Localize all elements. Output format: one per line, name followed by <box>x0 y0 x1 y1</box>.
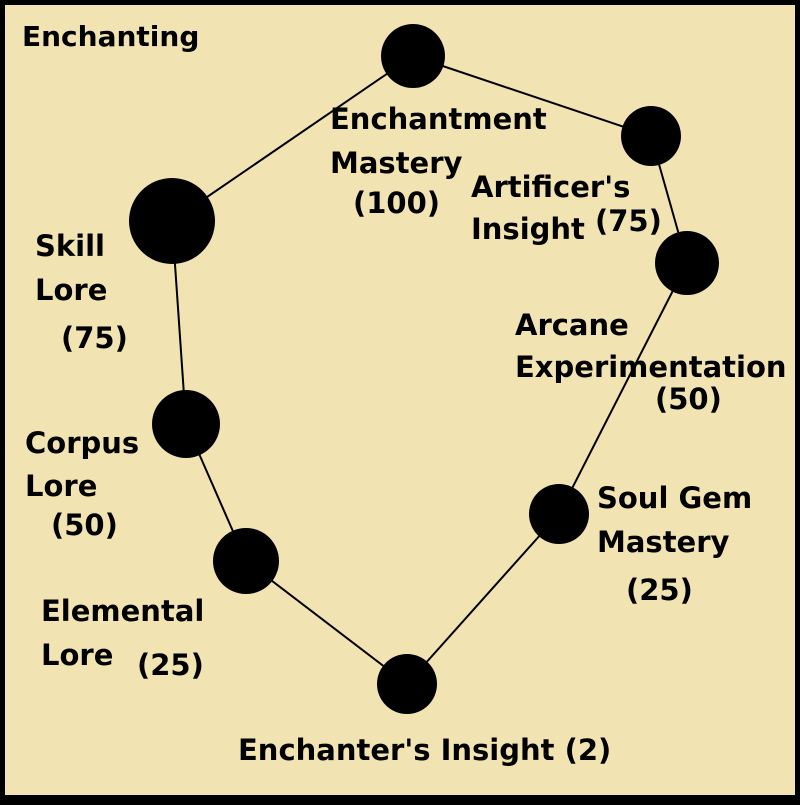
cost-soul-gem-mastery: (25) <box>626 573 693 607</box>
cost-skill-lore: (75) <box>61 321 128 355</box>
label-corpus-lore-line1: Corpus <box>25 426 140 460</box>
node-elemental-lore[interactable] <box>213 528 279 594</box>
label-elemental-lore-line1: Elemental <box>41 594 205 628</box>
node-arcane-experimentation[interactable] <box>655 231 719 295</box>
cost-arcane-experimentation: (50) <box>655 382 722 416</box>
cost-corpus-lore: (50) <box>51 508 118 542</box>
edge-enchanters-insight-to-elemental-lore <box>245 560 408 685</box>
cost-elemental-lore: (25) <box>137 648 204 682</box>
label-artificers-insight-line2: Insight <box>471 212 585 246</box>
node-enchanters-insight[interactable] <box>377 654 437 714</box>
edge-skill-lore-to-enchantment-mastery <box>171 55 414 222</box>
label-enchantment-mastery-line2: Mastery <box>330 146 463 180</box>
edge-arcane-experimentation-to-soul-gem-mastery <box>558 262 688 515</box>
node-enchantment-mastery[interactable] <box>381 24 445 88</box>
label-soul-gem-mastery-line1: Soul Gem <box>597 481 753 515</box>
node-soul-gem-mastery[interactable] <box>529 484 589 544</box>
label-elemental-lore-line2: Lore <box>41 638 114 672</box>
perk-tree <box>129 24 719 714</box>
label-enchantment-mastery-line1: Enchantment <box>330 102 547 136</box>
cost-enchantment-mastery: (100) <box>353 186 441 220</box>
node-skill-lore[interactable] <box>129 178 215 264</box>
edge-enchantment-mastery-to-artificers-insight <box>412 55 652 137</box>
label-enchanters-insight: Enchanter's Insight (2) <box>238 733 612 767</box>
label-skill-lore-line2: Lore <box>35 273 108 307</box>
label-artificers-insight-line1: Artificer's <box>471 170 631 204</box>
diagram-title: Enchanting <box>22 20 200 53</box>
label-corpus-lore-line2: Lore <box>25 469 98 503</box>
label-skill-lore-line1: Skill <box>35 229 105 263</box>
cost-artificers-insight: (75) <box>595 204 662 238</box>
node-corpus-lore[interactable] <box>152 390 220 458</box>
label-arcane-experimentation-line1: Arcane <box>515 308 629 342</box>
label-soul-gem-mastery-line2: Mastery <box>597 525 730 559</box>
node-artificers-insight[interactable] <box>621 106 681 166</box>
edge-soul-gem-mastery-to-enchanters-insight <box>406 513 560 685</box>
label-arcane-experimentation-line2: Experimentation <box>515 350 787 384</box>
